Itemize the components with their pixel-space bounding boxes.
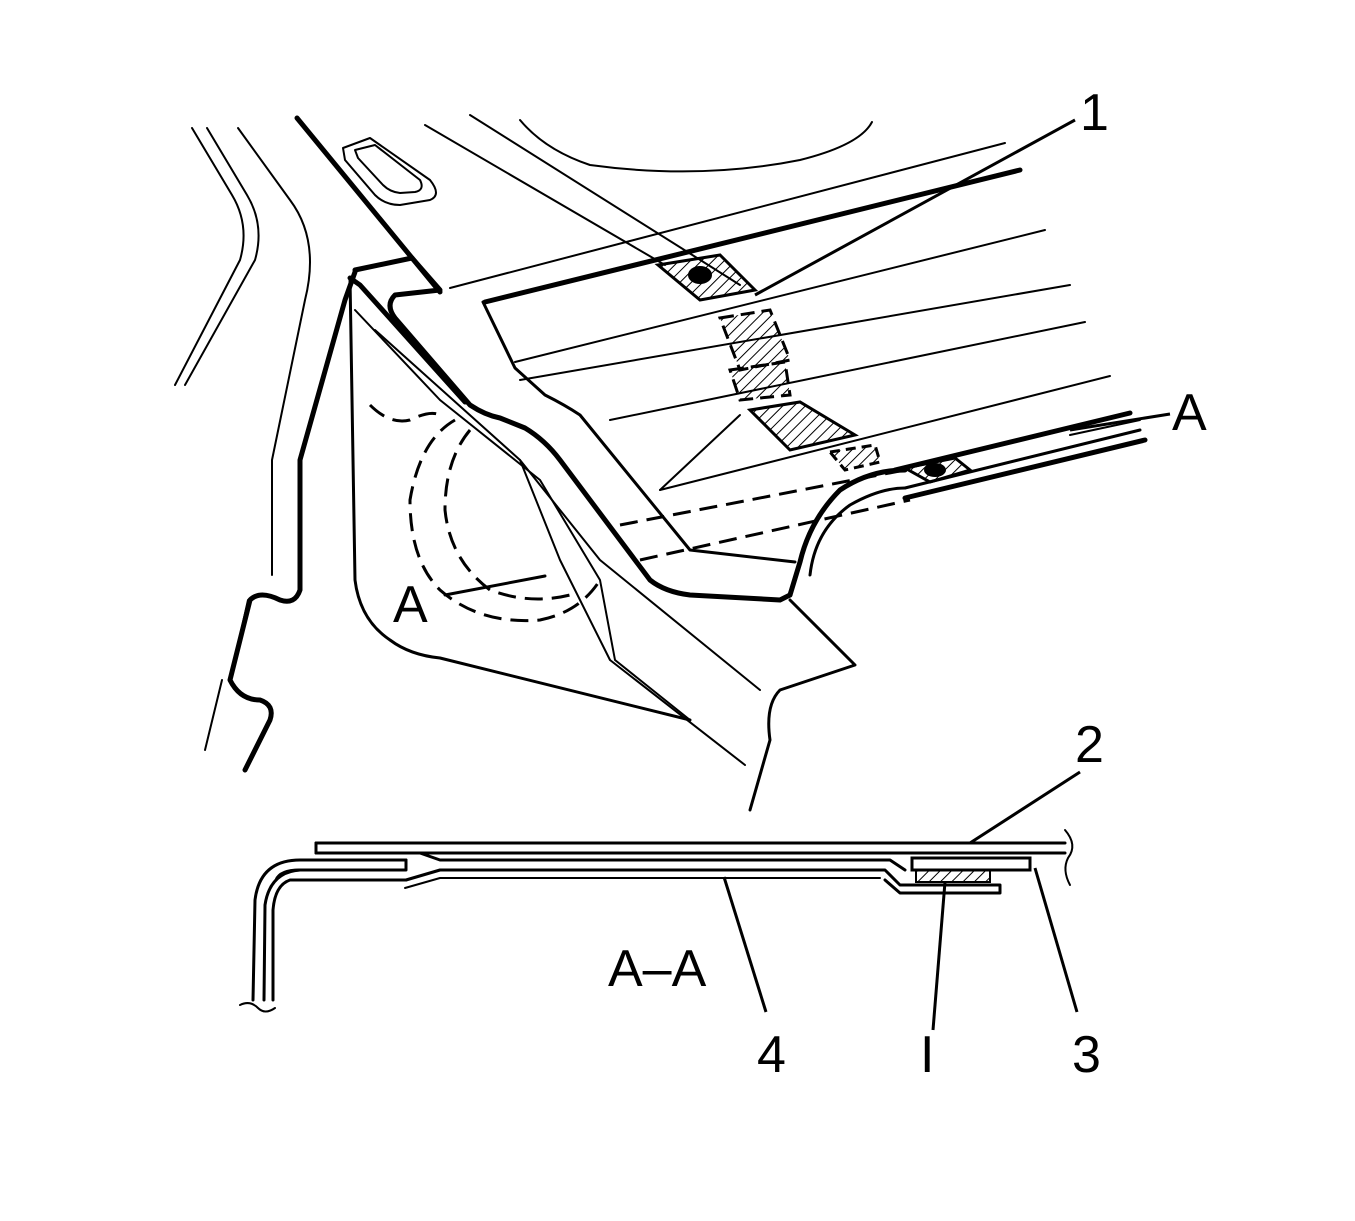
roof-frame [347, 255, 1148, 603]
callout-label-i: I [920, 1026, 934, 1084]
callout-label-a-lower: A [393, 576, 428, 634]
callout-label-2: 2 [1075, 716, 1104, 774]
callout-label-3: 3 [1072, 1026, 1101, 1084]
callout-label-a-upper: A [1172, 384, 1207, 442]
perspective-view: 1 A A [174, 84, 1207, 812]
leader-lines-upper [754, 118, 1171, 432]
callout-label-4: 4 [757, 1026, 786, 1084]
section-view: 2 A–A 4 I 3 [239, 716, 1104, 1084]
callout-label-1: 1 [1080, 84, 1109, 142]
section-label-a-a: A–A [608, 940, 707, 998]
left-pillar [174, 127, 358, 773]
roof-panel-lines [294, 114, 1111, 491]
quarter-panel [348, 276, 857, 812]
adhesive-strips [654, 253, 974, 484]
